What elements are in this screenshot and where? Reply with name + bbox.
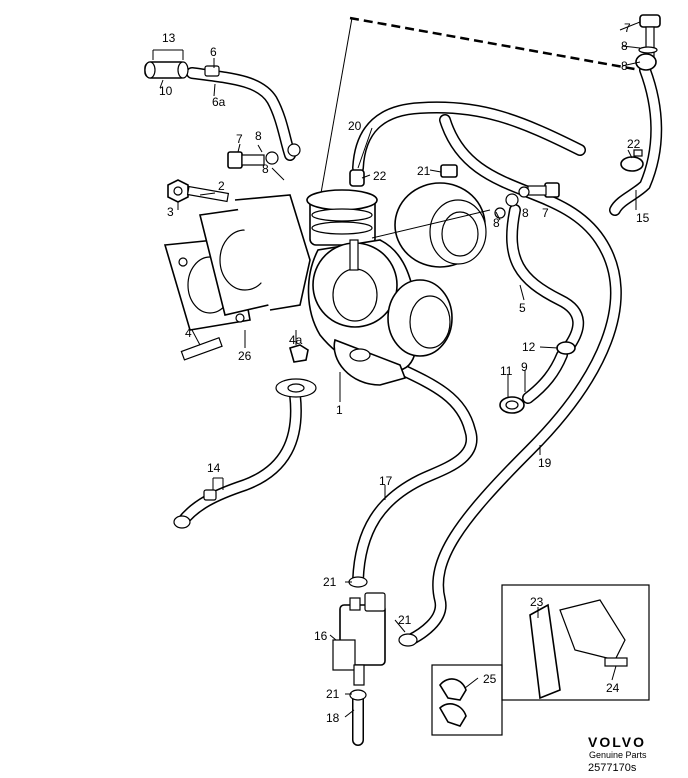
callout-3: 3 bbox=[167, 205, 174, 219]
bolt-7-right bbox=[494, 182, 560, 219]
callout-5: 5 bbox=[519, 301, 526, 315]
callout-15: 15 bbox=[636, 211, 650, 225]
inset-bracket bbox=[501, 584, 650, 701]
callout-8-topright-b: 8 bbox=[621, 59, 628, 73]
banjo-bolt-top-right bbox=[635, 14, 661, 71]
callout-24: 24 bbox=[606, 681, 620, 695]
clamp-22-top bbox=[349, 169, 365, 187]
callout-8-right: 8 bbox=[522, 206, 529, 220]
leader-lines bbox=[152, 21, 641, 718]
pipe-14 bbox=[176, 389, 302, 528]
callout-7-right: 7 bbox=[542, 206, 549, 220]
brand-block: VOLVO Genuine Parts 2577170s bbox=[588, 734, 647, 774]
callout-17: 17 bbox=[379, 474, 393, 488]
clamp-21-top bbox=[440, 164, 458, 178]
gasket-4a bbox=[275, 344, 317, 398]
brand-subtitle: Genuine Parts bbox=[589, 750, 647, 760]
callout-25: 25 bbox=[483, 672, 497, 686]
callout-22-top: 22 bbox=[373, 169, 387, 183]
nut-3 bbox=[167, 179, 189, 203]
hose-17 bbox=[352, 349, 478, 586]
callout-12: 12 bbox=[522, 340, 536, 354]
callout-8-topright-a: 8 bbox=[621, 39, 628, 53]
callout-21-top: 21 bbox=[417, 164, 431, 178]
callout-22-right: 22 bbox=[627, 137, 641, 151]
callout-20: 20 bbox=[348, 119, 362, 133]
callout-7-left: 7 bbox=[236, 132, 243, 146]
exhaust-flange bbox=[163, 194, 311, 331]
fitting-13-10 bbox=[144, 61, 220, 79]
pipe-15 bbox=[609, 64, 663, 216]
callout-4: 4 bbox=[185, 326, 192, 340]
callout-8-left-a: 8 bbox=[255, 129, 262, 143]
callout-1: 1 bbox=[336, 403, 343, 417]
pipe-6 bbox=[186, 67, 296, 161]
end-fitting-14 bbox=[173, 489, 217, 529]
callout-2: 2 bbox=[218, 179, 225, 193]
callout-21-mid: 21 bbox=[323, 575, 337, 589]
callout-7-topright: 7 bbox=[624, 21, 631, 35]
callout-4a: 4a bbox=[289, 333, 303, 347]
solenoid-valve bbox=[332, 576, 418, 701]
callout-21-right: 21 bbox=[398, 613, 412, 627]
callout-18: 18 bbox=[326, 711, 340, 725]
callout-23: 23 bbox=[530, 595, 544, 609]
callout-21-bottom: 21 bbox=[326, 687, 340, 701]
hose-5 bbox=[506, 204, 585, 351]
bolt-7-left bbox=[227, 143, 301, 169]
stud-4 bbox=[180, 337, 223, 361]
clamp-12 bbox=[556, 341, 576, 355]
brand-name: VOLVO bbox=[588, 734, 646, 750]
callout-6: 6 bbox=[210, 45, 217, 59]
clamp-22-right bbox=[620, 149, 644, 172]
clamp-11 bbox=[499, 396, 525, 414]
callout-16: 16 bbox=[314, 629, 328, 643]
leader-line bbox=[317, 17, 353, 211]
callout-9: 9 bbox=[521, 360, 528, 374]
callout-13: 13 bbox=[162, 31, 176, 45]
callout-10: 10 bbox=[159, 84, 173, 98]
callout-6a: 6a bbox=[212, 95, 226, 109]
hose-9 bbox=[522, 349, 568, 404]
hose-20 bbox=[352, 101, 586, 174]
callout-8-left-b: 8 bbox=[262, 162, 269, 176]
callout-11: 11 bbox=[500, 364, 513, 378]
callout-8-mid: 8 bbox=[493, 216, 500, 230]
callout-14: 14 bbox=[207, 461, 221, 475]
inset-clip bbox=[431, 664, 503, 736]
callout-labels: 13 10 6 6a 7 8 8 2 3 4 26 4a 1 14 20 22 … bbox=[159, 21, 650, 725]
diagram-code: 2577170s bbox=[588, 762, 637, 774]
callout-19: 19 bbox=[538, 456, 552, 470]
callout-26: 26 bbox=[238, 349, 252, 363]
dashed-reference-line bbox=[349, 16, 641, 72]
turbocharger bbox=[306, 182, 487, 386]
